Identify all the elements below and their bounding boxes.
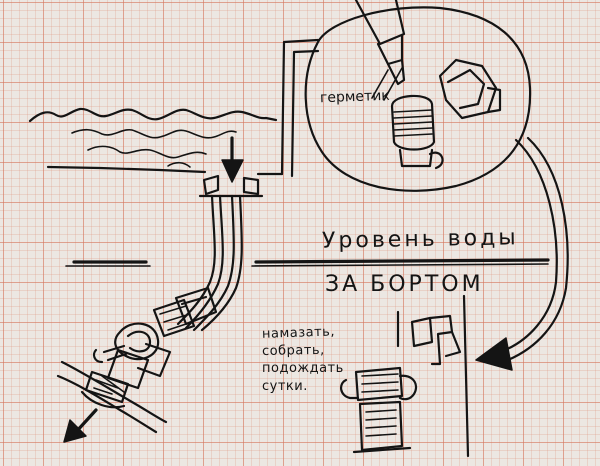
curved-arrow-head — [475, 337, 513, 371]
tube-nozzle — [376, 34, 404, 66]
threaded-fitting-body — [390, 94, 436, 151]
sealant-pointer-1 — [371, 69, 389, 99]
curved-arrow-2 — [506, 136, 569, 362]
riser-pipe-outer — [280, 38, 320, 176]
valve-handle-ring — [114, 322, 160, 361]
outlet-fitting-right — [242, 176, 260, 196]
part-coupling-lines — [365, 409, 397, 437]
drain-hose-right-2 — [192, 194, 235, 332]
drain-hose-right — [200, 194, 243, 332]
part-coupling-base — [352, 446, 412, 454]
level-underline-2 — [251, 263, 549, 267]
water-wave-line-3 — [87, 145, 207, 159]
water-level-label-outboard: ЗА БОРТОМ — [325, 272, 484, 297]
tube-sleeve — [354, 0, 406, 46]
riser-pipe-inner — [290, 49, 320, 178]
hex-nut-side — [486, 86, 502, 114]
drain-hose-left — [176, 194, 216, 326]
hull-fitting-hatch — [93, 375, 125, 395]
part-nut-lower — [354, 366, 404, 402]
valve-stem — [102, 344, 128, 362]
part-barb-left — [340, 378, 360, 400]
water-wave-line — [28, 107, 278, 123]
water-wave-line-4 — [167, 161, 191, 168]
part-barb-right — [398, 374, 418, 401]
fitting-hose — [398, 148, 434, 168]
thread-lines — [393, 109, 433, 137]
detail-circle — [304, 6, 532, 192]
hull-line-2 — [56, 374, 158, 434]
level-underline — [254, 258, 550, 264]
valve-lower-nut — [136, 342, 172, 378]
drain-hose-left-2 — [184, 194, 224, 330]
sealant-label: герметик — [319, 87, 391, 107]
part-nut-lines — [361, 373, 399, 393]
hex-nut — [438, 58, 498, 120]
valve-handle-ring-inner — [126, 330, 152, 353]
instructions-note: намазать, собрать, подождать сутки. — [261, 324, 372, 398]
instruction-line: сутки. — [262, 379, 308, 394]
part-tee — [428, 314, 454, 366]
water-level-label: Уровень воды — [321, 225, 519, 254]
hull-flange — [80, 390, 126, 409]
fitting-hose-tab — [428, 151, 444, 170]
part-tee-2 — [444, 330, 462, 358]
water-wave-line-2 — [71, 128, 237, 139]
hull-fitting — [84, 370, 130, 404]
outlet-fitting — [202, 174, 220, 196]
outlet-arrow-head — [63, 419, 87, 443]
curved-arrow — [498, 138, 558, 354]
valve-lower-body — [106, 348, 150, 390]
instruction-line: собрать, — [261, 342, 325, 359]
hex-nut-inner — [446, 68, 486, 110]
instruction-line: подождать — [262, 361, 344, 376]
valve-body — [174, 286, 218, 326]
part-coupling — [358, 400, 404, 452]
instruction-line: намазать, — [261, 324, 336, 342]
valve-nut-lines — [159, 305, 193, 331]
tube-tip — [386, 58, 406, 86]
valve-nut — [152, 298, 196, 338]
hull-line-1 — [60, 360, 168, 424]
detail-frame — [462, 294, 470, 458]
flow-arrow-head — [221, 159, 244, 183]
vessel-bottom-wall — [46, 165, 207, 174]
part-handle — [410, 316, 434, 348]
valve-stem-knob — [92, 348, 104, 364]
sealant-pointer-2 — [383, 67, 403, 101]
